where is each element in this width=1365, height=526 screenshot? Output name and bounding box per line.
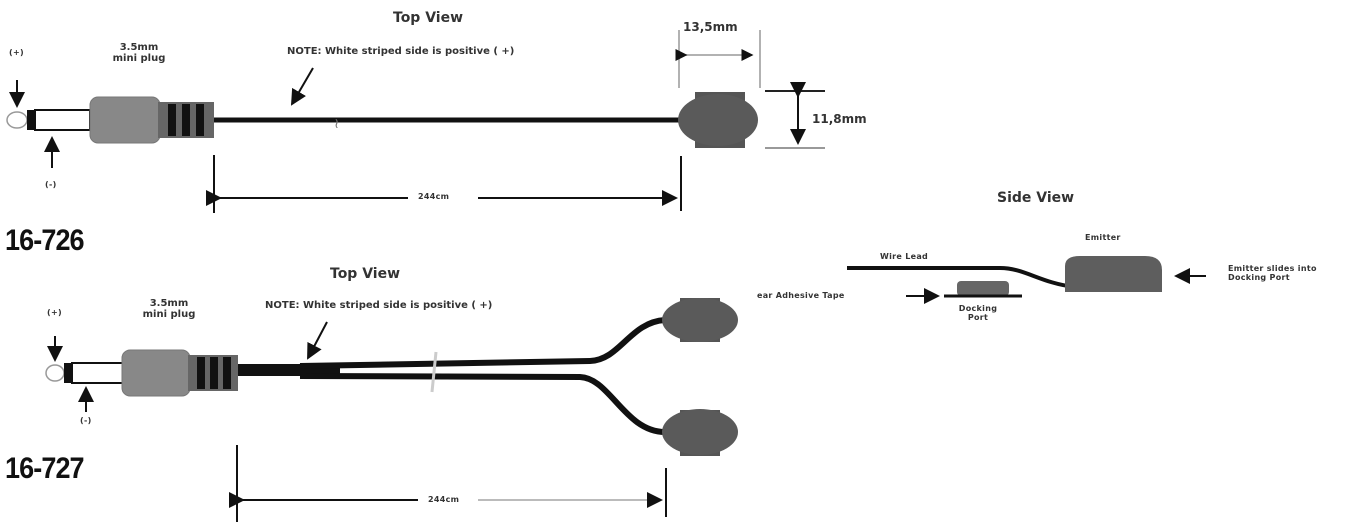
negative-label-a: (-) <box>45 180 57 189</box>
top-view-title-a: Top View <box>393 10 464 26</box>
note-b: NOTE: White striped side is positive ( +… <box>265 300 493 311</box>
wire-lead-label: Wire Lead <box>880 252 929 261</box>
positive-label-a: (+) <box>9 48 24 57</box>
emitter-b-top <box>662 298 738 342</box>
model-number-16-726: 16-726 <box>5 224 85 257</box>
svg-text:≀: ≀ <box>334 116 339 132</box>
plug-label-b: 3.5mm mini plug <box>134 298 204 320</box>
plug-b <box>45 349 238 397</box>
emitter-slides-label: Emitter slides into Docking Port <box>1228 264 1317 282</box>
plug-label-a-line1: 3.5mm <box>119 42 159 53</box>
length-label-a: 244cm <box>418 192 450 201</box>
plug-label-b-line2: mini plug <box>142 309 196 320</box>
docking-port-line2: Port <box>967 313 989 322</box>
model-number-16-727: 16-727 <box>5 452 85 485</box>
emitter-slides-line1: Emitter slides into <box>1228 264 1317 273</box>
docking-port-line1: Docking <box>958 304 998 313</box>
plug-label-b-line1: 3.5mm <box>149 298 189 309</box>
plug-a <box>6 96 214 144</box>
side-view-title: Side View <box>997 190 1075 206</box>
positive-label-b: (+) <box>47 308 62 317</box>
adhesive-tape-label: ear Adhesive Tape <box>757 291 845 300</box>
note-a: NOTE: White striped side is positive ( +… <box>287 46 515 57</box>
width-dimension-label: 13,5mm <box>683 20 738 34</box>
docking-port-label: Docking Port <box>948 304 1008 322</box>
plug-label-a-line2: mini plug <box>112 53 166 64</box>
cable-b <box>238 317 666 435</box>
emitter-a <box>678 92 758 148</box>
length-label-b: 244cm <box>428 495 460 504</box>
plug-label-a: 3.5mm mini plug <box>104 42 174 64</box>
emitter-b-bottom <box>662 409 738 456</box>
side-view-graphic <box>847 256 1206 304</box>
top-view-title-b: Top View <box>330 266 401 282</box>
emitter-slides-line2: Docking Port <box>1228 273 1290 282</box>
height-dimension-label: 11,8mm <box>812 112 867 126</box>
emitter-label: Emitter <box>1085 233 1121 242</box>
negative-label-b: (-) <box>80 416 92 425</box>
